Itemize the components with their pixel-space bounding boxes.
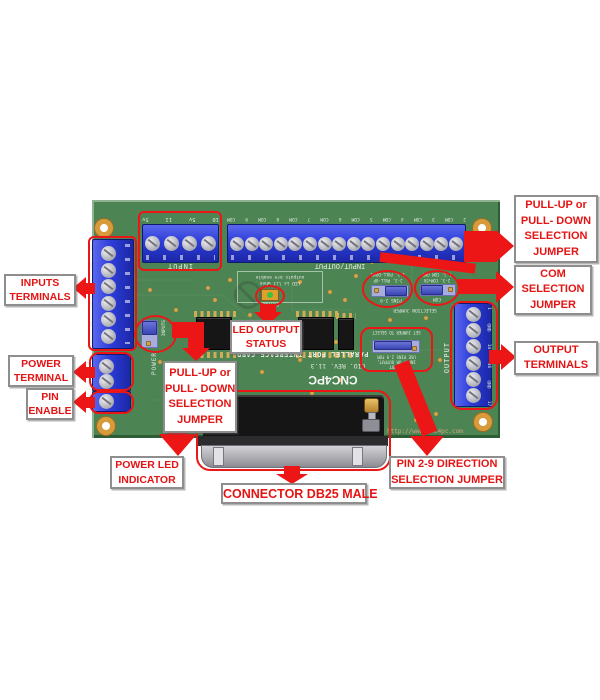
inputs-jumper-cap xyxy=(142,321,157,335)
db25-bracket-left xyxy=(213,447,224,466)
arrow-pullup-right xyxy=(464,231,497,262)
arrow-down-icon xyxy=(410,436,444,456)
arrow-down-icon xyxy=(159,434,197,456)
comsel-jumper-cap xyxy=(421,285,443,295)
left-input-screws xyxy=(101,246,116,344)
callout-com-selection: COM SELECTION JUMPER xyxy=(514,265,592,315)
input-block-screws xyxy=(145,236,216,251)
callout-connector-db25: CONNECTOR DB25 MALE xyxy=(221,483,378,504)
callout-pin29-direction: PIN 2-9 DIRECTION SELECTION JUMPER xyxy=(389,456,505,489)
status-silk-box xyxy=(237,271,323,303)
pullsel-jumper-cap xyxy=(385,286,407,296)
output-screws xyxy=(466,307,481,403)
pullsel-jumper-pad xyxy=(374,288,379,293)
silk-dir-jumper-top: SET JUMPER TO SELECT xyxy=(372,330,421,335)
brand-logo: CNC4PC xyxy=(308,373,358,387)
silk-selection-jumper-label: SELECTION JUMPER xyxy=(393,307,437,312)
mounting-hole-bottom-left xyxy=(97,417,115,435)
inputs-jumper-pad xyxy=(146,341,151,346)
silk-io-label: INPUT/OUTPUT xyxy=(314,262,366,270)
callout-pullup-right: PULL-UP or PULL- DOWN SELECTION JUMPER xyxy=(514,195,598,263)
pb-free-icon xyxy=(234,281,262,309)
arrow-db25 xyxy=(284,466,300,476)
silk-pins29-label: PINS 2-9 xyxy=(380,297,402,302)
io-block-screws xyxy=(230,237,463,251)
arrow-enable xyxy=(86,397,95,408)
arrow-left-icon xyxy=(73,391,86,413)
arrow-down-icon xyxy=(276,474,308,484)
arrow-right-icon xyxy=(496,230,514,262)
ic-chip xyxy=(338,318,354,350)
ic-chip xyxy=(298,317,334,350)
arrow-down-icon xyxy=(182,348,210,361)
dir-jumper-pad xyxy=(412,346,417,351)
silk-com-label: COM xyxy=(432,296,442,301)
comsel-jumper-pad xyxy=(448,287,453,292)
arrow-status xyxy=(260,304,276,314)
db25-bracket-right xyxy=(352,447,363,466)
mounting-hole-top-left xyxy=(95,219,113,237)
status-led-dot xyxy=(267,292,273,298)
arrow-left-icon xyxy=(73,277,86,299)
callout-pin-enable: PIN ENABLE xyxy=(26,388,74,420)
callout-inputs-terminals: INPUTS TERMINALS xyxy=(4,274,76,306)
callout-power-terminal: POWER TERMINAL xyxy=(8,355,74,387)
callout-led-output-status: LED OUTPUT STATUS xyxy=(230,320,302,354)
arrow-left-icon xyxy=(73,361,86,383)
arrow-elbow-v xyxy=(188,322,204,350)
arrow-inputs xyxy=(86,283,95,294)
db25-base xyxy=(198,436,388,446)
silk-inputs-label: INPUTS xyxy=(162,320,167,337)
db25-jack-hex xyxy=(362,419,380,432)
callout-power-led: POWER LED INDICATOR xyxy=(110,456,184,489)
power-screws xyxy=(99,359,114,389)
silk-output-label: OUTPUT xyxy=(443,342,451,374)
arrow-power xyxy=(86,367,95,378)
callout-output-terminals: OUTPUT TERMINALS xyxy=(514,341,598,375)
arrow-output xyxy=(489,350,503,364)
db25-jack-screw xyxy=(364,398,379,413)
silk-power-label: POWER xyxy=(151,352,158,376)
enable-screw xyxy=(99,394,114,409)
silk-board-revision: GIO. REV. 11.3 xyxy=(310,362,366,370)
mounting-hole-bottom-right xyxy=(474,413,492,431)
dir-jumper-cap xyxy=(374,341,412,350)
callout-pullup-center: PULL-UP or PULL- DOWN SELECTION JUMPER xyxy=(163,361,237,433)
arrow-com xyxy=(458,279,496,294)
arrow-right-icon xyxy=(501,344,516,370)
silk-input-label: INPUT xyxy=(166,262,194,270)
arrow-right-icon xyxy=(496,271,514,303)
silk-status-note: LED is lit when outputs are enable xyxy=(255,274,305,285)
